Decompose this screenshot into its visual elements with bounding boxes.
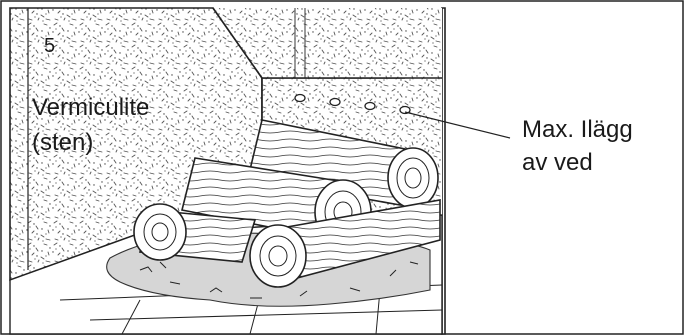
callout-label-line1: Max. Ilägg <box>522 116 633 143</box>
material-label-line1: Vermiculite <box>32 94 149 121</box>
air-inlet-holes <box>294 93 411 115</box>
material-label-line2: (sten) <box>32 129 93 156</box>
callout-leader-line <box>404 111 511 139</box>
callout-label-line2: av ved <box>522 149 593 176</box>
figure-number: 5 <box>44 35 55 57</box>
firewood-logs <box>133 119 441 288</box>
